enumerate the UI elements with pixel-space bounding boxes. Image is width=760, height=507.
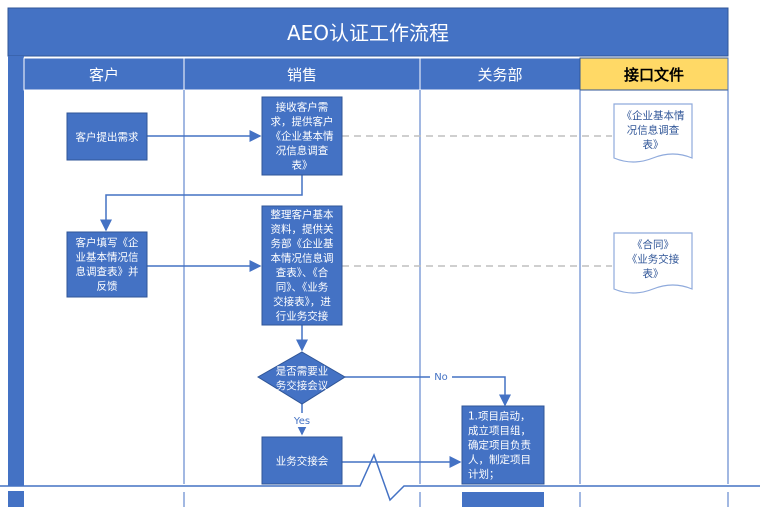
text-line: 人，制定项目 xyxy=(468,453,531,466)
lane-header-sales xyxy=(183,57,421,91)
text-line: 况信息调查 xyxy=(627,124,680,137)
text-line: 成立项目组， xyxy=(468,424,531,437)
node-decision-text: 是否需要业务交接会议 xyxy=(276,365,329,392)
arrow-receive-to-fill xyxy=(100,175,303,232)
edge-label-yes: Yes xyxy=(293,416,310,427)
document-text-1: 《企业基本情况信息调查表》 xyxy=(622,109,685,151)
lane-header-interface xyxy=(579,57,729,91)
text-line: 计划； xyxy=(468,468,500,481)
text-line: 《业务交接 xyxy=(627,253,680,266)
text-line: 本情况信息调 xyxy=(271,251,334,264)
bottom-node-stub xyxy=(462,492,544,507)
edge-label-no-bg xyxy=(430,369,452,383)
text-line: 息调查表》并 xyxy=(76,265,139,278)
arrow-decision-no xyxy=(345,376,511,407)
text-line: 1.项目启动， xyxy=(468,410,531,423)
node-handover-meeting[interactable] xyxy=(261,436,343,485)
text-line: 业基本情况信 xyxy=(76,250,139,263)
node-organize-info[interactable] xyxy=(261,205,343,326)
node-decision[interactable] xyxy=(257,351,346,405)
document-shape-1 xyxy=(613,103,693,163)
text-line: 求，提供客户 xyxy=(271,115,334,128)
lane-header-customs-label: 关务部 xyxy=(477,66,522,84)
text-line: 是否需要业 xyxy=(276,365,329,377)
text-line: 客户填写《企 xyxy=(76,236,139,249)
document-shape-2 xyxy=(613,232,693,294)
text-line: 表》 xyxy=(292,159,313,172)
text-line: 行业务交接 xyxy=(276,309,329,322)
text-line: 客户提出需求 xyxy=(76,131,139,144)
text-line: 表》 xyxy=(643,267,664,280)
node-customer-fill-text: 客户填写《企业基本情况信息调查表》并反馈 xyxy=(76,236,139,293)
lane-header-customer xyxy=(23,57,185,91)
text-line: 况信息调查 xyxy=(276,144,329,157)
text-line: 务交接会议 xyxy=(276,379,329,392)
bottom-strip xyxy=(8,491,24,507)
text-line: 《合同》 xyxy=(632,238,674,251)
text-line: 整理客户基本 xyxy=(271,208,334,221)
node-organize-info-text: 整理客户基本资料，提供关务部《企业基本情况信息调查表》、《合同》、《业务交接表》… xyxy=(271,208,334,322)
lane-header-customer-label: 客户 xyxy=(89,66,119,84)
page-title: AEO认证工作流程 xyxy=(287,21,449,45)
text-line: 《企业基本情 xyxy=(622,109,685,122)
bottom-mask xyxy=(0,486,760,507)
text-line: 表》 xyxy=(643,138,664,151)
text-line: 务部《企业基 xyxy=(271,237,334,250)
node-project-start[interactable] xyxy=(461,405,545,485)
text-line: 接收客户需 xyxy=(276,101,329,114)
text-line: 业务交接会 xyxy=(276,455,329,468)
node-receive-request-text: 接收客户需求，提供客户《企业基本情况信息调查表》 xyxy=(271,101,334,172)
edge-label-no: No xyxy=(434,372,448,383)
text-line: 交接表》，进 xyxy=(273,295,331,308)
node-customer-request-text: 客户提出需求 xyxy=(76,131,139,144)
text-line: 《企业基本情 xyxy=(271,130,334,143)
node-handover-meeting-text: 业务交接会 xyxy=(276,455,329,468)
node-customer-fill[interactable] xyxy=(66,231,148,298)
left-strip xyxy=(8,56,24,507)
node-project-start-text: 1.项目启动，成立项目组， 确定项目负责人，制定项目计划； xyxy=(468,410,531,481)
edge-label-yes-bg xyxy=(290,413,314,427)
lane-header-sales-label: 销售 xyxy=(287,66,317,84)
text-line: 反馈 xyxy=(97,279,118,292)
text-line: 资料，提供关 xyxy=(271,223,334,236)
text-line: 查表》、《合 xyxy=(276,266,329,279)
text-line: 确定项目负责 xyxy=(468,439,531,452)
node-customer-request[interactable] xyxy=(66,112,148,161)
lane-header-interface-label: 接口文件 xyxy=(624,66,684,84)
text-line: 同》、《业务 xyxy=(276,280,329,293)
title-bar xyxy=(7,7,729,57)
node-receive-request[interactable] xyxy=(261,96,343,176)
document-text-2: 《合同》《业务交接表》 xyxy=(627,238,680,280)
break-line xyxy=(0,452,760,502)
